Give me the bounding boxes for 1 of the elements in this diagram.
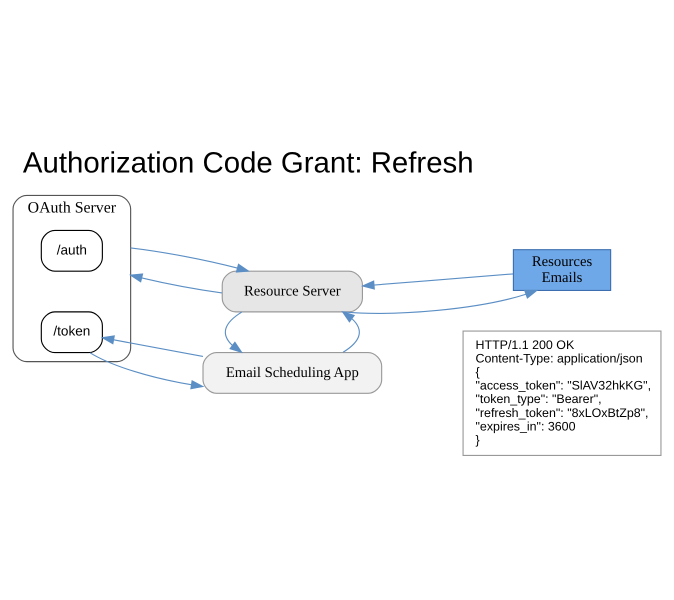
diagram-title: Authorization Code Grant: Refresh [22,146,474,180]
